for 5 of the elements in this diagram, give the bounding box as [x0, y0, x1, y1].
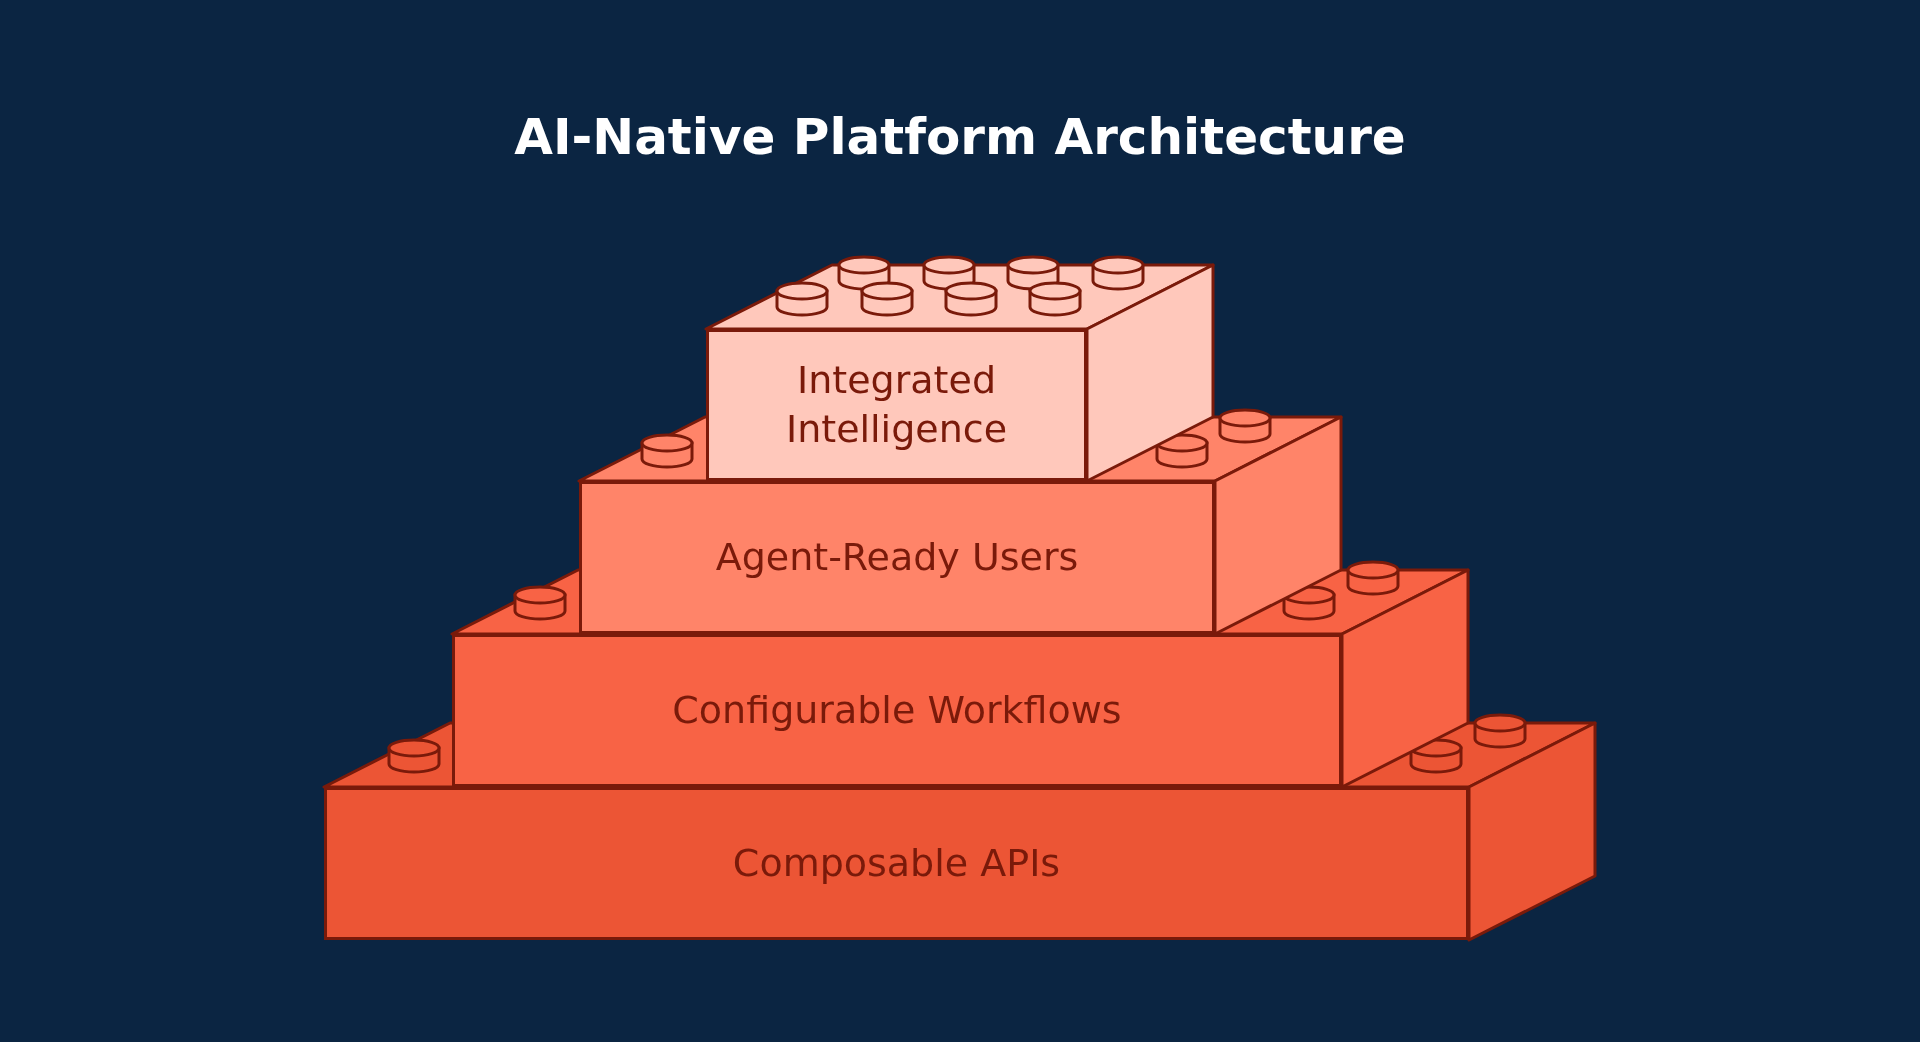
layer-label: Configurable Workflows: [672, 686, 1122, 734]
layer-label: Agent-Ready Users: [715, 533, 1079, 581]
layer-label: Composable APIs: [732, 839, 1061, 887]
title: AI-Native Platform Architecture: [514, 108, 1406, 166]
layer-label: Integrated Intelligence: [784, 356, 1009, 453]
